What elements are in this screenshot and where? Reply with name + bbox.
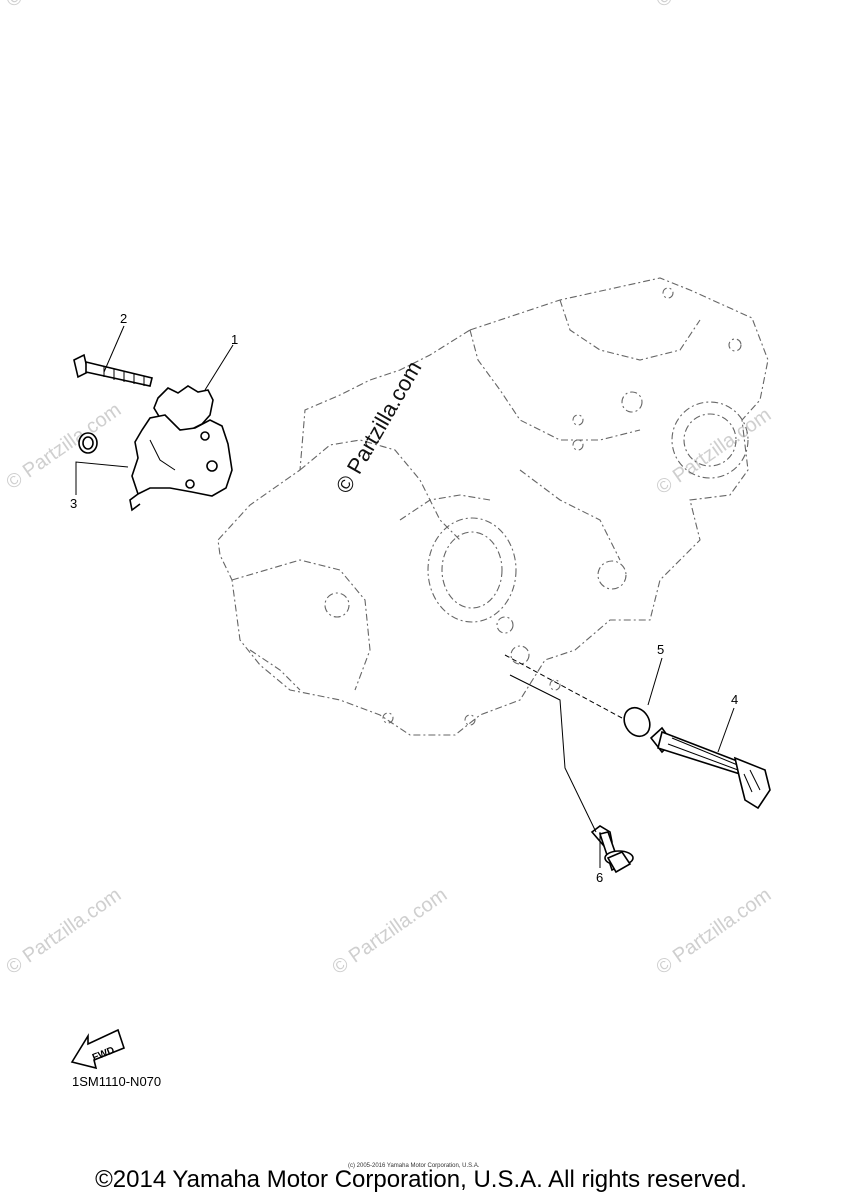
part-o-ring	[623, 706, 651, 738]
watermark-top-right: © Partzilla.com	[652, 0, 775, 12]
watermark-mid-lower: © Partzilla.com	[328, 884, 451, 979]
part-collar	[78, 432, 98, 454]
small-copyright: (c) 2005-2016 Yamaha Motor Corporation, …	[348, 1163, 480, 1169]
watermark-top-left: © Partzilla.com	[2, 0, 125, 12]
leader-lines	[75, 325, 735, 868]
callout-5: 5	[657, 642, 664, 657]
callout-4: 4	[731, 692, 738, 707]
diagram-code: 1SM1110-N070	[72, 1074, 162, 1089]
watermark-layer: © Partzilla.com © Partzilla.com © Partzi…	[2, 0, 775, 979]
watermark-right-lower: © Partzilla.com	[652, 884, 775, 979]
copyright-notice: ©2014 Yamaha Motor Corporation, U.S.A. A…	[95, 1166, 747, 1193]
callout-labels: 1 2 3 4 5 6	[70, 311, 738, 885]
callout-1: 1	[231, 332, 238, 347]
part-bolt	[73, 353, 153, 387]
part-strainer	[649, 726, 771, 810]
watermark-right-upper: © Partzilla.com	[652, 404, 775, 499]
fwd-arrow-icon: FWD	[70, 1028, 125, 1070]
crankcase-outline	[217, 277, 769, 736]
part-oil-pump	[129, 385, 233, 512]
part-flange-bolt	[590, 825, 634, 874]
callout-2: 2	[120, 311, 127, 326]
watermark-left-upper: © Partzilla.com	[2, 399, 125, 494]
callout-3: 3	[70, 496, 77, 511]
watermark-left-lower: © Partzilla.com	[2, 884, 125, 979]
watermark-center: © Partzilla.com	[331, 357, 427, 498]
callout-6: 6	[596, 870, 603, 885]
